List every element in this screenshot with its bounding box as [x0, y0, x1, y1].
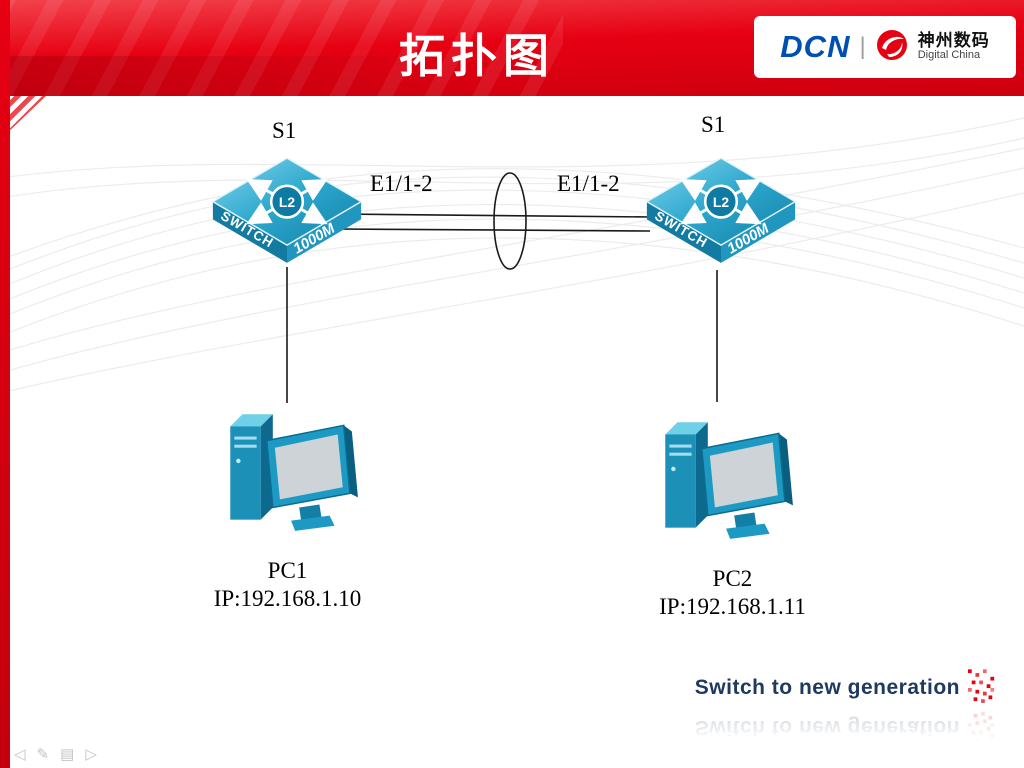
pc1-ip-label: IP:192.168.1.10: [213, 586, 362, 611]
pen-tool-button[interactable]: ✎: [36, 746, 50, 763]
switch-core-label: L2: [279, 194, 295, 210]
next-slide-button[interactable]: ▷: [85, 746, 97, 763]
link-label-left: E1/1-2: [370, 171, 433, 196]
logo-divider: |: [859, 33, 866, 60]
switch1-node: L2 SWITCH 1000M: [203, 150, 371, 279]
pc-icon: [230, 414, 358, 531]
link-label-right: E1/1-2: [557, 171, 620, 196]
pc2-node: [645, 408, 797, 550]
footer-tagline-reflection: Switch to new generation: [695, 708, 996, 746]
logo-panel: DCN | 神州数码 Digital China: [754, 16, 1016, 78]
brand-name-cn: 神州数码: [917, 31, 990, 51]
left-red-strip: [0, 0, 10, 768]
footer-tagline-row: Switch to new generation: [695, 669, 996, 707]
pc1-node: [210, 400, 362, 542]
slide-header: 拓扑图 DCN | 神州数码 Digital China: [0, 0, 1024, 96]
dcn-logo: DCN: [780, 29, 851, 64]
pc-icon: [665, 422, 793, 539]
footer-brand: Switch to new generation Switch to new g…: [695, 669, 996, 746]
red-dot-matrix-icon: [968, 669, 995, 703]
background-swoosh: [0, 117, 1024, 394]
menu-button[interactable]: ▤: [60, 746, 75, 763]
prev-slide-button[interactable]: ◁: [14, 746, 26, 763]
brand-name-en: Digital China: [917, 49, 981, 62]
red-dot-matrix-reflection-icon: [968, 712, 995, 746]
pc1-label: PC1: [267, 558, 308, 583]
l2-switch-icon: L2 SWITCH 1000M: [211, 157, 363, 263]
brand-text: 神州数码 Digital China: [918, 32, 990, 61]
pc2-ip-label: IP:192.168.1.11: [659, 594, 806, 619]
digital-china-logo-icon: [875, 28, 909, 67]
footer-tagline: Switch to new generation: [694, 676, 960, 699]
switch2-node: L2 SWITCH 1000M: [637, 150, 805, 279]
pc2-label: PC2: [712, 566, 753, 591]
slide-nav: ◁ ✎ ▤ ▷: [14, 747, 97, 762]
switch-core-label: L2: [713, 194, 729, 210]
slide-title: 拓扑图: [399, 30, 555, 82]
l2-switch-icon: L2 SWITCH 1000M: [645, 157, 797, 263]
switch1-label: S1: [272, 118, 297, 143]
switch2-label: S1: [701, 112, 726, 137]
